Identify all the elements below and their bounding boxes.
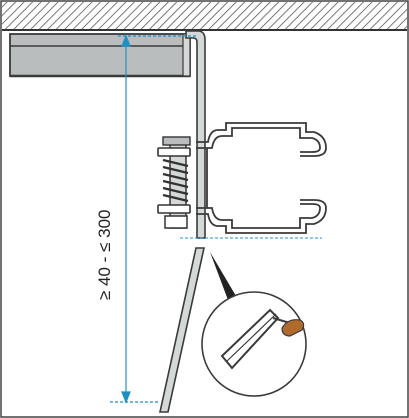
spring-bolt xyxy=(157,136,191,229)
dimension-label: ≥ 40 - ≤ 300 xyxy=(95,210,114,301)
dimension-line xyxy=(110,34,196,404)
ceiling-hatch xyxy=(2,2,407,31)
hacksaw-icon xyxy=(201,291,307,397)
threaded-rod xyxy=(159,247,205,413)
hanger-profile xyxy=(196,122,327,234)
ceiling-rail xyxy=(9,33,191,78)
callout-pointer xyxy=(210,252,236,300)
